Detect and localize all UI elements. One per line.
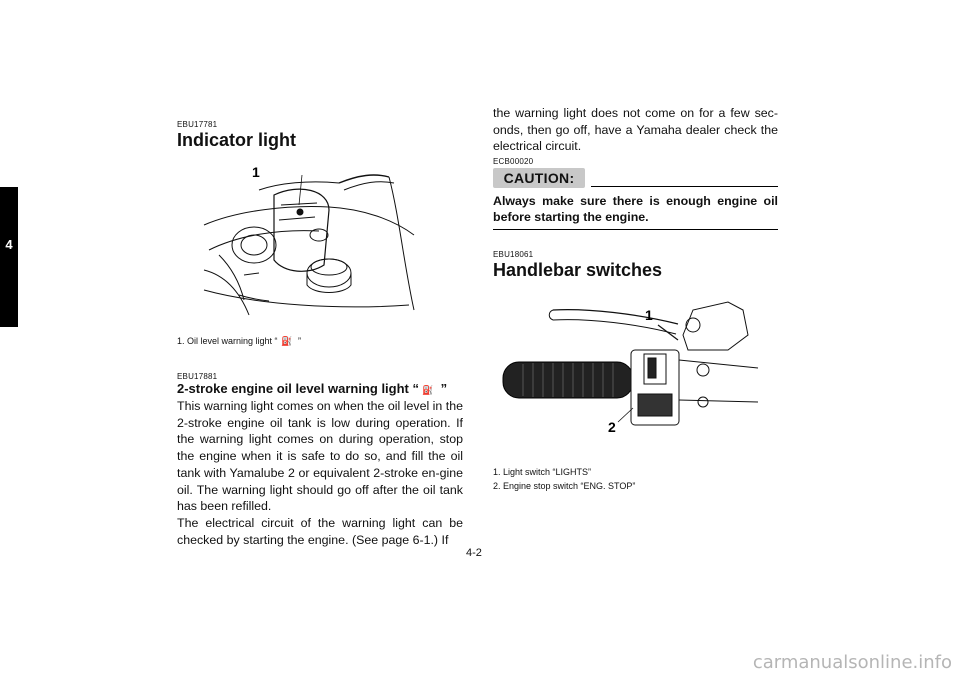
caution-code: ECB00020 — [493, 157, 534, 167]
caution-rule — [591, 186, 778, 188]
figure2-caption-2: 2. Engine stop switch “ENG. STOP” — [493, 481, 636, 491]
figure2-caption-1: 1. Light switch “LIGHTS” — [493, 467, 592, 477]
caution-label: CAUTION: — [493, 168, 585, 189]
handlebar-switch-figure: 1 2 — [502, 301, 759, 435]
figure1-caption: 1. Oil level warning light “⛽ ” — [177, 334, 301, 348]
section-code-3: EBU18061 — [493, 250, 534, 260]
circuit-check-paragraph: The electrical circuit of the warning li… — [177, 515, 463, 547]
oil-tank-figure: 1 — [203, 164, 415, 316]
caution-text: Always make sure there is enough engine … — [493, 193, 778, 231]
section-code-2: EBU17881 — [177, 372, 218, 381]
section-title-oil-warning: 2-stroke engine oil level warning light … — [177, 381, 463, 398]
chapter-number: 4 — [5, 237, 13, 252]
oil-warning-icon: ⛽ — [422, 385, 434, 395]
figure1-caption-close: ” — [295, 336, 302, 346]
figure1-caption-text: 1. Oil level warning light “ — [177, 336, 278, 346]
oil-warning-paragraph: This warning light comes on when the oil… — [177, 399, 463, 514]
title2-text: 2-stroke engine oil level warning light … — [177, 381, 419, 396]
oil-warning-section: EBU17881 2-stroke engine oil level warni… — [177, 372, 463, 548]
figure2-callout-2: 2 — [608, 419, 616, 435]
figure2-callout-1: 1 — [645, 307, 653, 323]
section-title-handlebar-switches: Handlebar switches — [493, 260, 663, 281]
oil-warning-icon: ⛽ — [280, 336, 293, 346]
caution-header: CAUTION: — [493, 168, 778, 190]
watermark: carmanualsonline.info — [752, 652, 952, 673]
section-title-indicator-light: Indicator light — [177, 130, 296, 150]
figure1-callout: 1 — [252, 164, 260, 180]
chapter-tab: 4 — [0, 187, 18, 327]
continued-paragraph: the warning light does not come on for a… — [493, 106, 778, 154]
title2-close: ” — [437, 381, 448, 396]
section-code: EBU17781 — [177, 120, 218, 129]
left-column: EBU17781 Indicator light — [177, 120, 463, 150]
right-column: the warning light does not come on for a… — [493, 105, 778, 280]
page-number: 4-2 — [466, 547, 482, 559]
